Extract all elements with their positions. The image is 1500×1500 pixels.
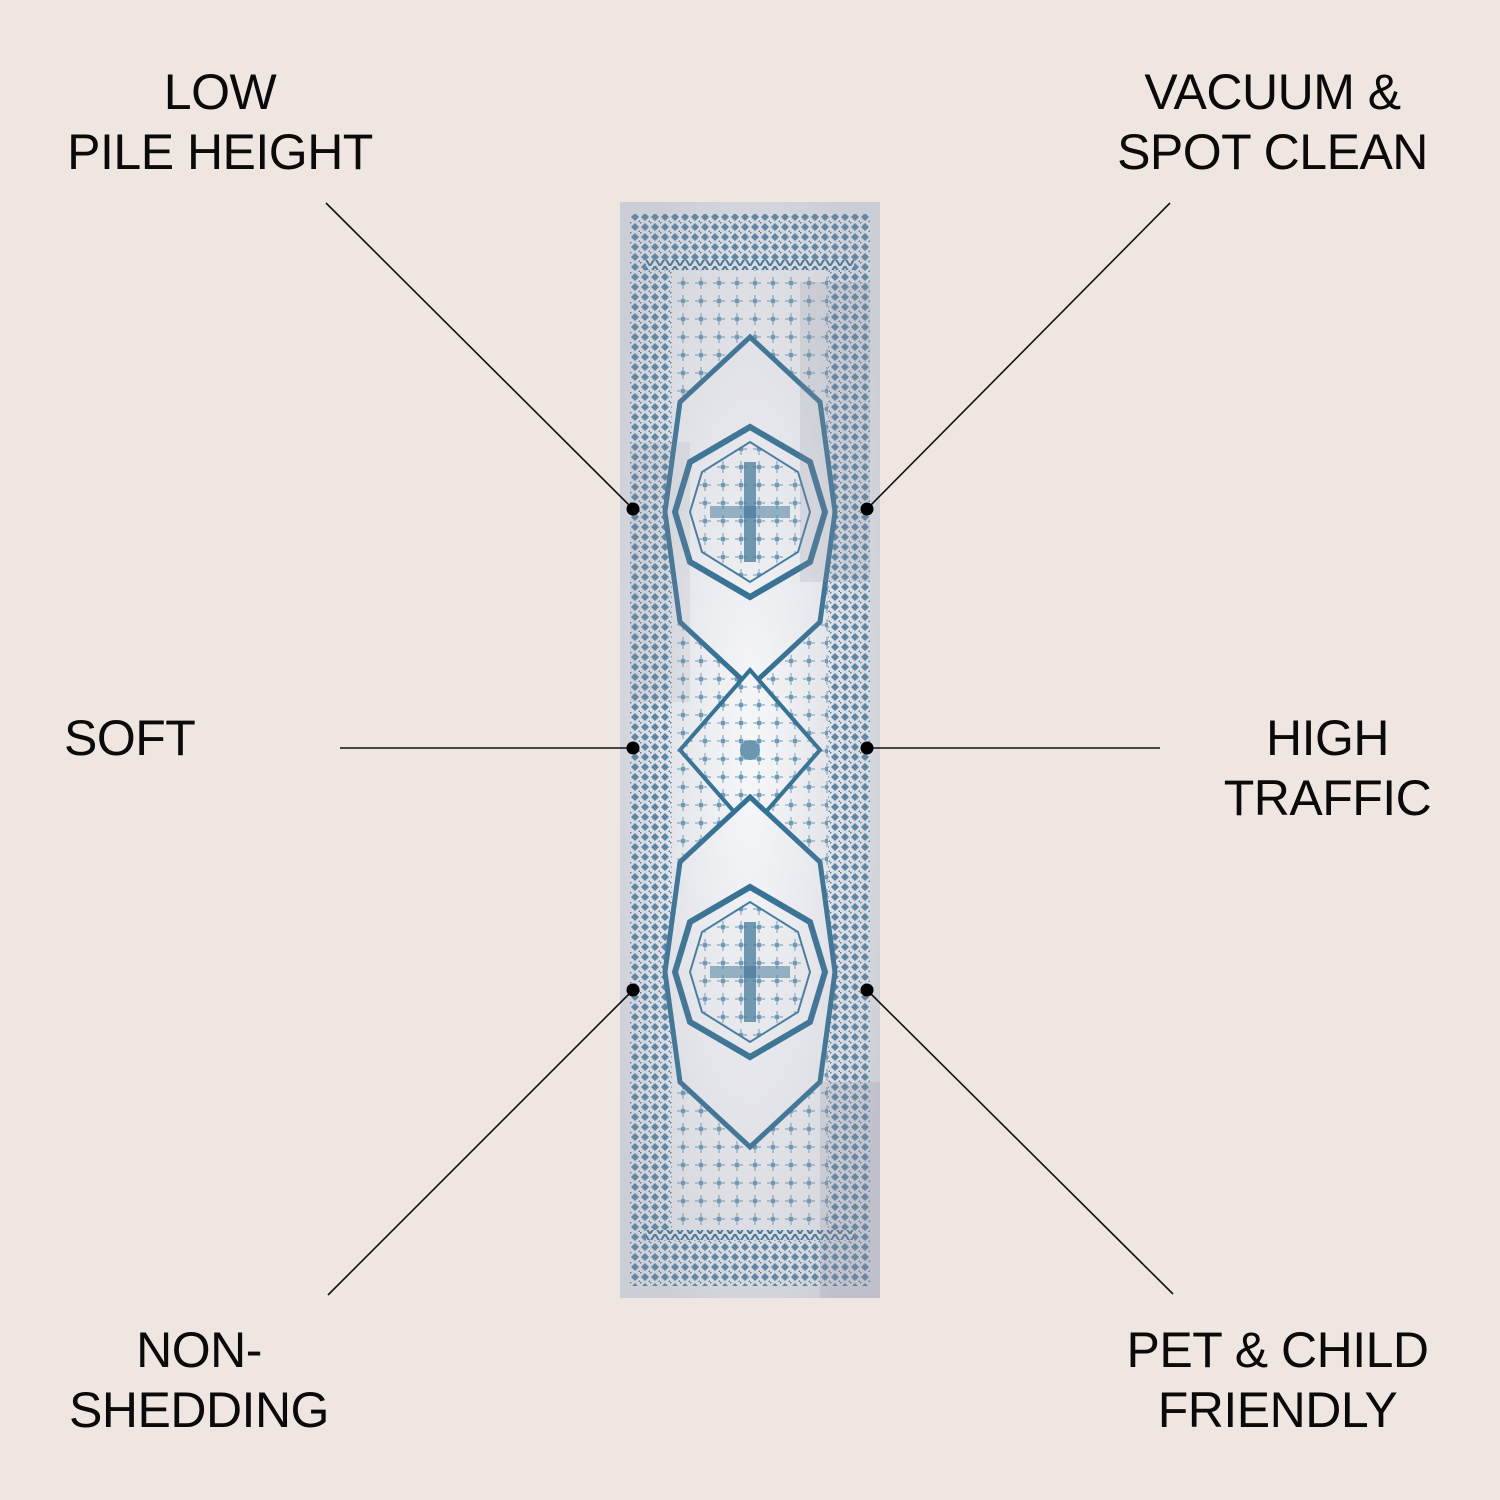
callout-low-pile-height: LOW PILE HEIGHT (60, 62, 380, 182)
callout-line: PILE HEIGHT (67, 124, 373, 180)
runner-rug-image (620, 202, 880, 1298)
callout-vacuum-spot-clean: VACUUM & SPOT CLEAN (1105, 62, 1440, 182)
callout-line: NON- (136, 1322, 262, 1378)
dot-marker-icon (626, 502, 640, 516)
dot-marker-icon (626, 983, 640, 997)
callout-line: SHEDDING (69, 1382, 329, 1438)
dot-marker-icon (626, 741, 640, 755)
leader-line-vacuum (866, 202, 1171, 510)
callout-line: SOFT (64, 710, 196, 766)
callout-line: TRAFFIC (1223, 770, 1432, 826)
callout-line: LOW (163, 64, 277, 120)
dot-marker-icon (860, 741, 874, 755)
callout-high-traffic: HIGH TRAFFIC (1210, 708, 1445, 828)
leader-line-low-pile (325, 202, 634, 510)
callout-soft: SOFT (64, 708, 196, 768)
dot-marker-icon (860, 502, 874, 516)
callout-line: HIGH (1266, 710, 1390, 766)
callout-non-shedding: NON- SHEDDING (60, 1320, 338, 1440)
callout-line: SPOT CLEAN (1117, 124, 1428, 180)
callout-line: VACUUM & (1144, 64, 1401, 120)
callout-pet-child-friendly: PET & CHILD FRIENDLY (1115, 1320, 1440, 1440)
dot-marker-icon (860, 983, 874, 997)
callout-line: PET & CHILD (1126, 1322, 1430, 1378)
leader-line-pet-child (866, 989, 1174, 1295)
callout-line: FRIENDLY (1157, 1382, 1398, 1438)
leader-line-non-shedding (327, 989, 634, 1296)
